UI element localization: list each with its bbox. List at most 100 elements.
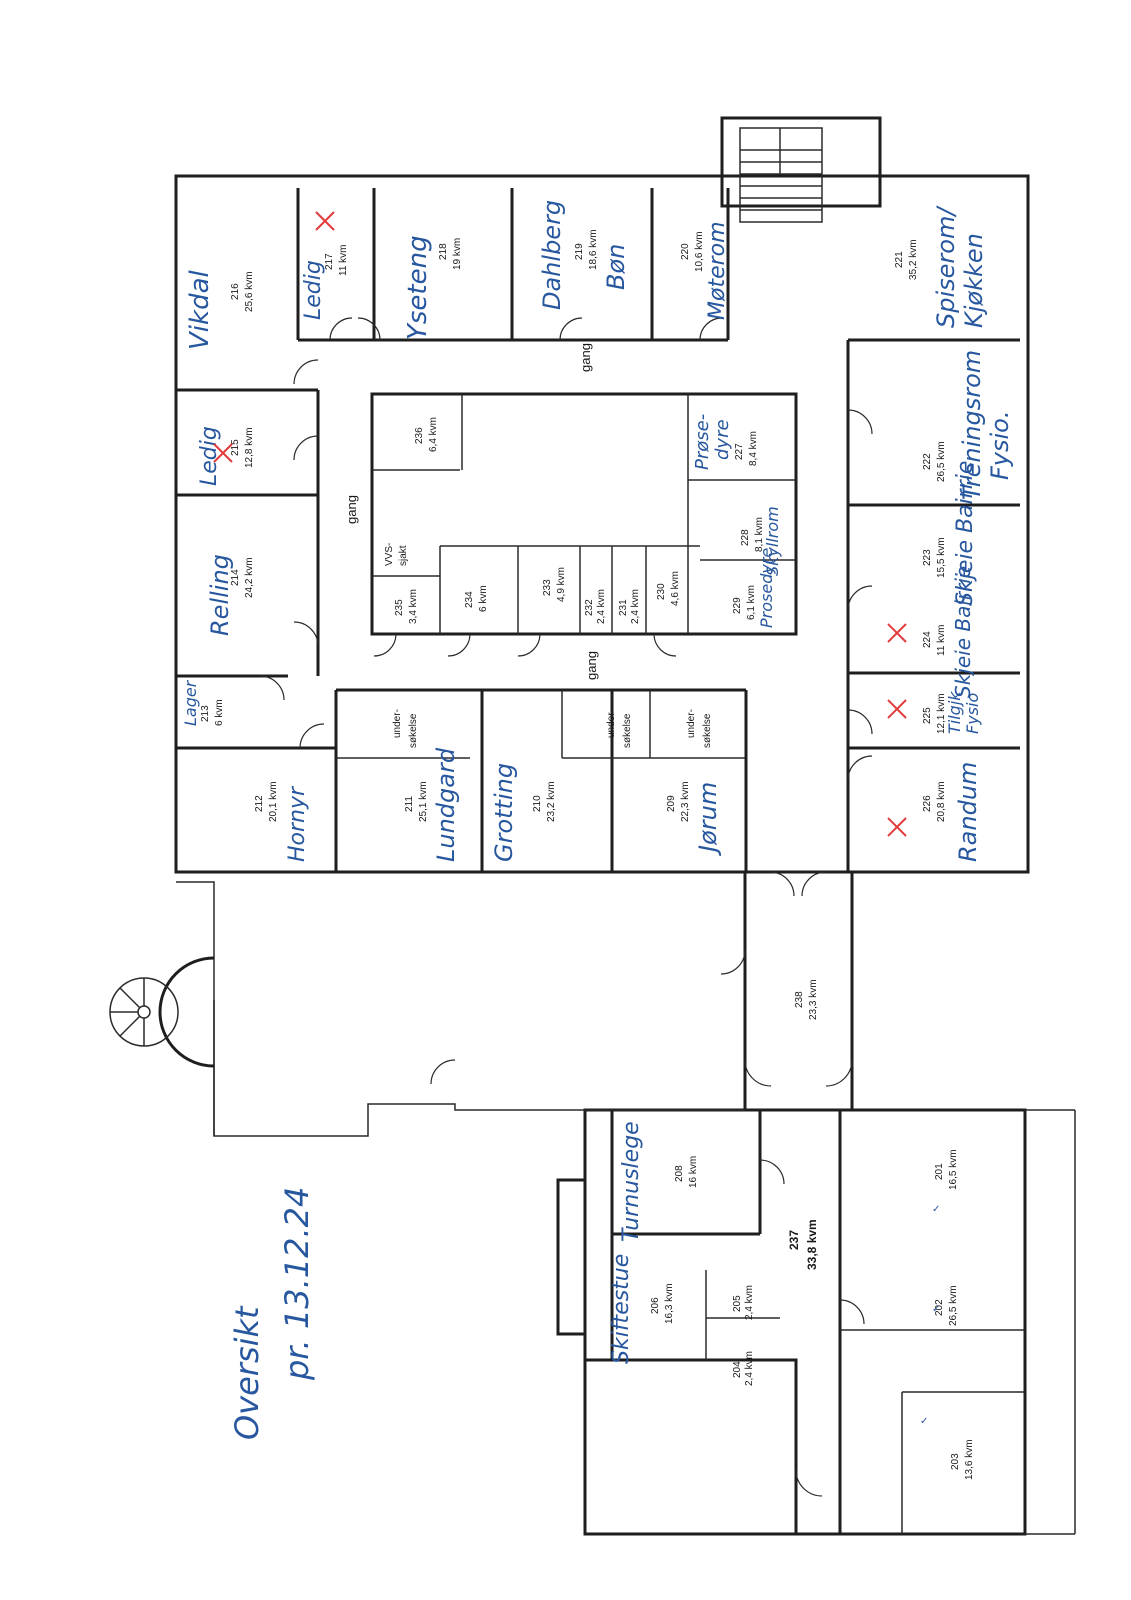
room-217: 217 11 kvm Ledig [301, 245, 349, 321]
exam-room-label-2: under- søkelse [606, 709, 633, 748]
exam-label: under- [606, 709, 617, 738]
room-205: 205 2,4 kvm [732, 1285, 755, 1320]
room-area: 23,3 kvm [808, 979, 819, 1020]
room-232: 232 2,4 kvm [584, 589, 607, 624]
exam-label: under- [392, 709, 403, 738]
tenant-name: Prøse- [692, 414, 713, 470]
exam-label-2: søkelse [408, 713, 419, 748]
room-number: 233 [542, 579, 553, 596]
room-number: 217 [324, 253, 335, 270]
room-area: 18,6 kvm [588, 229, 599, 270]
room-number: 215 [230, 439, 241, 456]
tenant-name: Jørum [694, 782, 722, 856]
room-219: 219 18,6 kvm Dahlberg Bøn [538, 200, 630, 310]
room-area: 13,6 kvm [964, 1439, 975, 1480]
room-area: 20,1 kvm [268, 781, 279, 822]
room-area: 11 kvm [338, 245, 349, 277]
tenant-name: Treningsrom [958, 350, 986, 500]
room-area: 16 kvm [688, 1156, 699, 1188]
room-number: 235 [394, 599, 405, 616]
room-226: 226 20,8 kvm Randum [922, 762, 982, 862]
tenant-name: Lundgard [432, 747, 460, 862]
vvs-label: VVS- [384, 543, 395, 566]
room-number: 236 [414, 427, 425, 444]
room-213: 213 6 kvm Lager [181, 679, 225, 726]
room-area: 35,2 kvm [908, 239, 919, 280]
spiral-stair-icon [109, 956, 215, 1068]
room-number: 226 [922, 795, 933, 812]
tenant-name-2: Bøn [602, 244, 630, 290]
room-231: 231 2,4 kvm [618, 589, 641, 624]
room-area: 8,4 kvm [748, 431, 759, 466]
room-number: 205 [732, 1295, 743, 1312]
tenant-name: Hornyr [285, 785, 310, 862]
room-area: 25,1 kvm [418, 781, 429, 822]
room-number: 202 [934, 1299, 945, 1316]
room-208: 208 16 kvm Turnuslege [619, 1121, 699, 1242]
tenant-name: Ledig [197, 426, 222, 486]
tenant-name-2: dyre [712, 419, 733, 460]
vvs-shaft: VVS- sjakt [384, 543, 409, 566]
room-number: 209 [666, 795, 677, 812]
room-number: 219 [574, 243, 585, 260]
tenant-name: Ledig [301, 260, 326, 320]
room-area: 26,5 kvm [948, 1285, 959, 1326]
room-number: 229 [732, 597, 743, 614]
room-230: 230 4,6 kvm [656, 571, 681, 606]
room-237: 237 33,8 kvm [787, 1219, 819, 1270]
room-area: 6 kvm [478, 585, 489, 612]
room-number: 230 [656, 583, 667, 600]
room-area: 2,4 kvm [744, 1285, 755, 1320]
exam-room-label-1: under- søkelse [392, 709, 419, 748]
room-234: 234 6 kvm [464, 585, 489, 612]
tenant-name: Tilgjk [945, 691, 964, 734]
overview-title: Oversikt [228, 1305, 266, 1440]
tenant-name: Vikdal [185, 269, 215, 350]
room-220: 220 10,6 kvm Møterom [680, 221, 730, 320]
room-area: 4,6 kvm [670, 571, 681, 606]
room-area: 33,8 kvm [805, 1219, 819, 1270]
tenant-name-2: Fysio. [986, 411, 1014, 481]
vacant-mark-215 [213, 443, 233, 463]
room-number: 213 [200, 705, 211, 722]
room-218: 218 19 kvm Yseteng [403, 235, 463, 340]
room-211: 211 25,1 kvm Lundgard [404, 747, 460, 862]
tenant-name: Randum [954, 762, 982, 862]
room-number: 225 [922, 707, 933, 724]
outer-walls [174, 116, 1076, 1536]
room-area: 25,6 kvm [244, 271, 255, 312]
room-area: 16,5 kvm [948, 1149, 959, 1190]
room-212: 212 20,1 kvm Hornyr [254, 781, 310, 862]
corridor-label-left: gang [344, 495, 359, 524]
external-stair-ladder [1025, 1109, 1076, 1535]
room-area: 6 kvm [214, 699, 225, 726]
tenant-name: Dahlberg [538, 200, 566, 310]
room-209: 209 22,3 kvm Jørum [666, 781, 722, 856]
room-233: 233 4,9 kvm [542, 567, 567, 602]
room-224: 224 11 kvm Skjeie Bairrie [922, 566, 975, 698]
room-area: 6,4 kvm [428, 417, 439, 452]
room-238: 238 23,3 kvm [794, 979, 819, 1020]
room-number: 218 [438, 243, 449, 260]
room-number: 210 [532, 795, 543, 812]
room-area: 19 kvm [452, 238, 463, 270]
room-206: 206 16,3 kvm Skiftestue [609, 1254, 675, 1364]
room-number: 214 [230, 569, 241, 586]
room-number: 237 [787, 1230, 801, 1250]
room-number: 231 [618, 599, 629, 616]
tenant-name: Spiserom/ [932, 205, 960, 328]
room-area: 3,4 kvm [408, 589, 419, 624]
room-225: 225 12,1 kvm Tilgjk Fysio [922, 691, 982, 734]
room-area: 20,8 kvm [936, 781, 947, 822]
tenant-name: Lager [181, 679, 200, 726]
room-number: 228 [740, 529, 751, 546]
room-number: 208 [674, 1165, 685, 1182]
room-number: 238 [794, 991, 805, 1008]
door-swings [259, 317, 873, 1497]
room-215: 215 12,8 kvm Ledig [197, 426, 255, 486]
room-number: 203 [950, 1453, 961, 1470]
room-210: 210 23,2 kvm Grotting [490, 763, 557, 862]
room-number: 234 [464, 591, 475, 608]
room-228: 228 8,1 kvm Skyllrom [740, 506, 782, 576]
